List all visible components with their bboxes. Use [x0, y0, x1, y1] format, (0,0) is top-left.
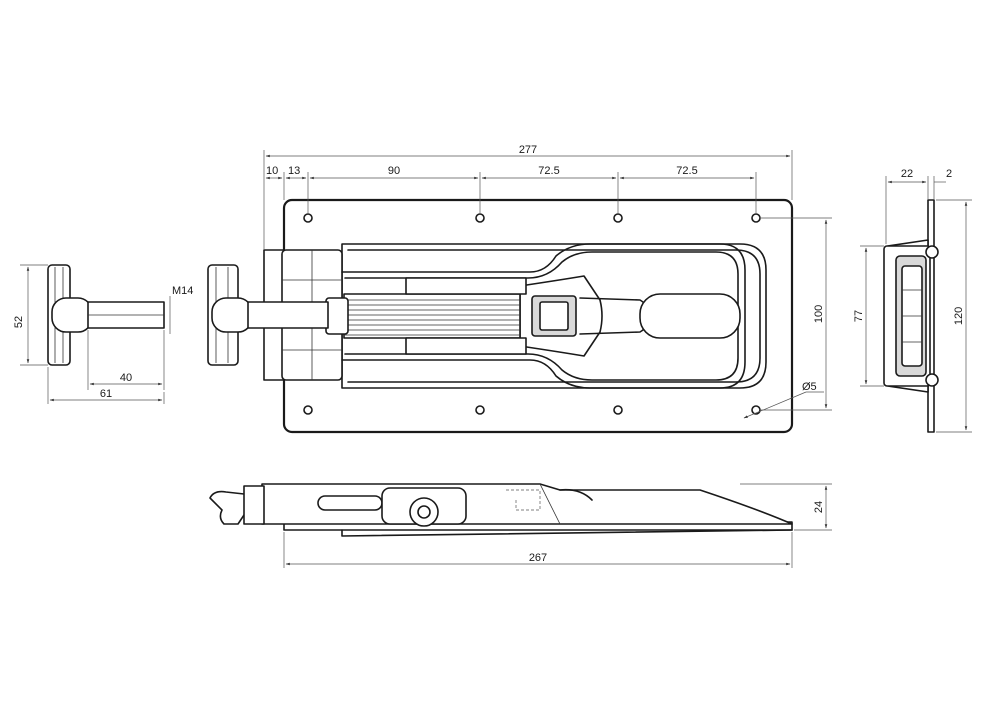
dim-bottom-height: 24: [740, 483, 832, 531]
dim-height-outer-label: 120: [953, 307, 965, 325]
dim-hole-pitch-2-label: 72.5: [538, 165, 559, 177]
side-view: [883, 199, 939, 433]
dim-bottom-length: 267: [283, 532, 793, 568]
dim-hole-chain: 10 13 90 72.5 72.5: [265, 165, 757, 214]
dim-overall-length: 277: [263, 144, 793, 250]
dim-shaft-length-label: 40: [120, 372, 132, 384]
dim-shaft-length: 40: [87, 330, 165, 390]
dim-flange-left-label: 10: [266, 165, 278, 177]
dim-thread: M14: [169, 285, 193, 334]
dim-hole-pitch-1-label: 90: [388, 165, 400, 177]
dim-height-inner: 100: [760, 217, 832, 411]
dim-handle-height-label: 52: [13, 316, 25, 328]
dim-bottom-height-label: 24: [813, 501, 825, 513]
dim-side-width: 22 2: [885, 168, 952, 244]
bolt-ribs: [344, 299, 520, 336]
dim-side-inner-height-label: 77: [853, 310, 865, 322]
dim-overall-length-label: 277: [519, 144, 537, 156]
mounting-holes: [303, 213, 761, 415]
dim-thread-label: M14: [172, 285, 193, 297]
top-view: [207, 198, 794, 434]
dim-key-length: 61: [47, 367, 165, 404]
dim-hole-diameter-label: Ø5: [802, 381, 817, 393]
dim-height-outer: 120: [936, 199, 972, 433]
dim-hole-diameter: Ø5: [743, 381, 824, 419]
dim-bottom-length-label: 267: [529, 552, 547, 564]
dim-hole-pitch-3-label: 72.5: [676, 165, 697, 177]
dim-flange-hole-label: 13: [288, 165, 300, 177]
t-key-view: [47, 264, 165, 366]
dim-handle-height: 52: [13, 264, 48, 366]
dim-side-width-label: 22: [901, 168, 913, 180]
dim-side-thickness-label: 2: [946, 168, 952, 180]
bottom-view: [209, 483, 793, 537]
dim-height-inner-label: 100: [813, 305, 825, 323]
dim-side-inner-height: 77: [853, 245, 884, 387]
dim-key-length-label: 61: [100, 388, 112, 400]
